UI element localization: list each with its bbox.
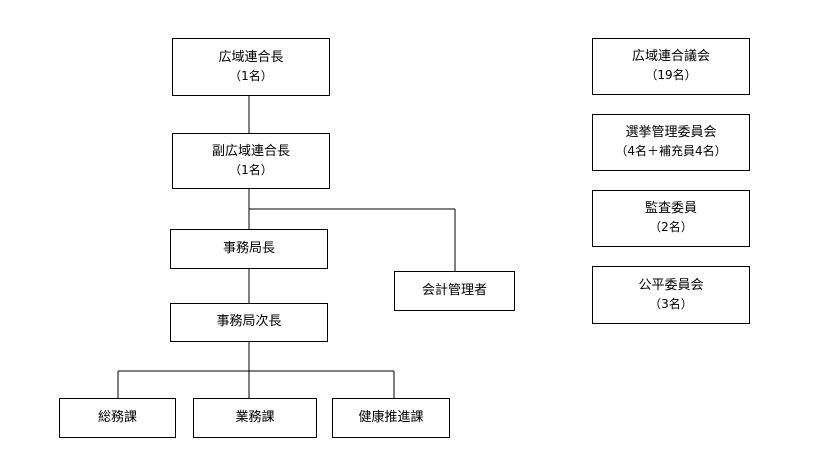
governor-count: （1名）: [229, 68, 273, 83]
accounting-manager-box: 会計管理者: [394, 271, 515, 311]
deputy-director-title: 事務局次長: [216, 314, 282, 330]
deputy-director-box: 事務局次長: [170, 303, 328, 342]
health-promotion-box: 健康推進課: [332, 398, 450, 438]
secretariat-director-title: 事務局長: [222, 240, 275, 256]
general-affairs-title: 総務課: [97, 409, 137, 425]
auditors-box: 監査委員 （2名）: [592, 190, 750, 247]
governor-box: 広域連合長 （1名）: [172, 38, 330, 96]
election-committee-box: 選挙管理委員会 （4名＋補充員4名）: [592, 114, 750, 171]
vice-governor-box: 副広域連合長 （1名）: [172, 133, 330, 189]
operations-title: 業務課: [235, 409, 275, 425]
fairness-committee-box: 公平委員会 （3名）: [592, 266, 750, 324]
assembly-title: 広域連合議会: [631, 49, 710, 65]
auditors-title: 監査委員: [644, 201, 697, 217]
auditors-count: （2名）: [649, 220, 693, 235]
health-promotion-title: 健康推進課: [358, 409, 424, 425]
operations-box: 業務課: [193, 398, 317, 438]
governor-title: 広域連合長: [218, 49, 284, 65]
fairness-committee-title: 公平委員会: [638, 277, 704, 293]
vice-governor-title: 副広域連合長: [211, 143, 290, 159]
accounting-manager-title: 会計管理者: [421, 282, 487, 298]
fairness-committee-count: （3名）: [649, 296, 693, 311]
assembly-count: （19名）: [645, 68, 697, 83]
assembly-box: 広域連合議会 （19名）: [592, 38, 750, 95]
election-committee-count: （4名＋補充員4名）: [615, 144, 727, 159]
vice-governor-count: （1名）: [229, 162, 273, 177]
general-affairs-box: 総務課: [59, 398, 176, 438]
secretariat-director-box: 事務局長: [170, 229, 328, 269]
election-committee-title: 選挙管理委員会: [625, 125, 717, 141]
